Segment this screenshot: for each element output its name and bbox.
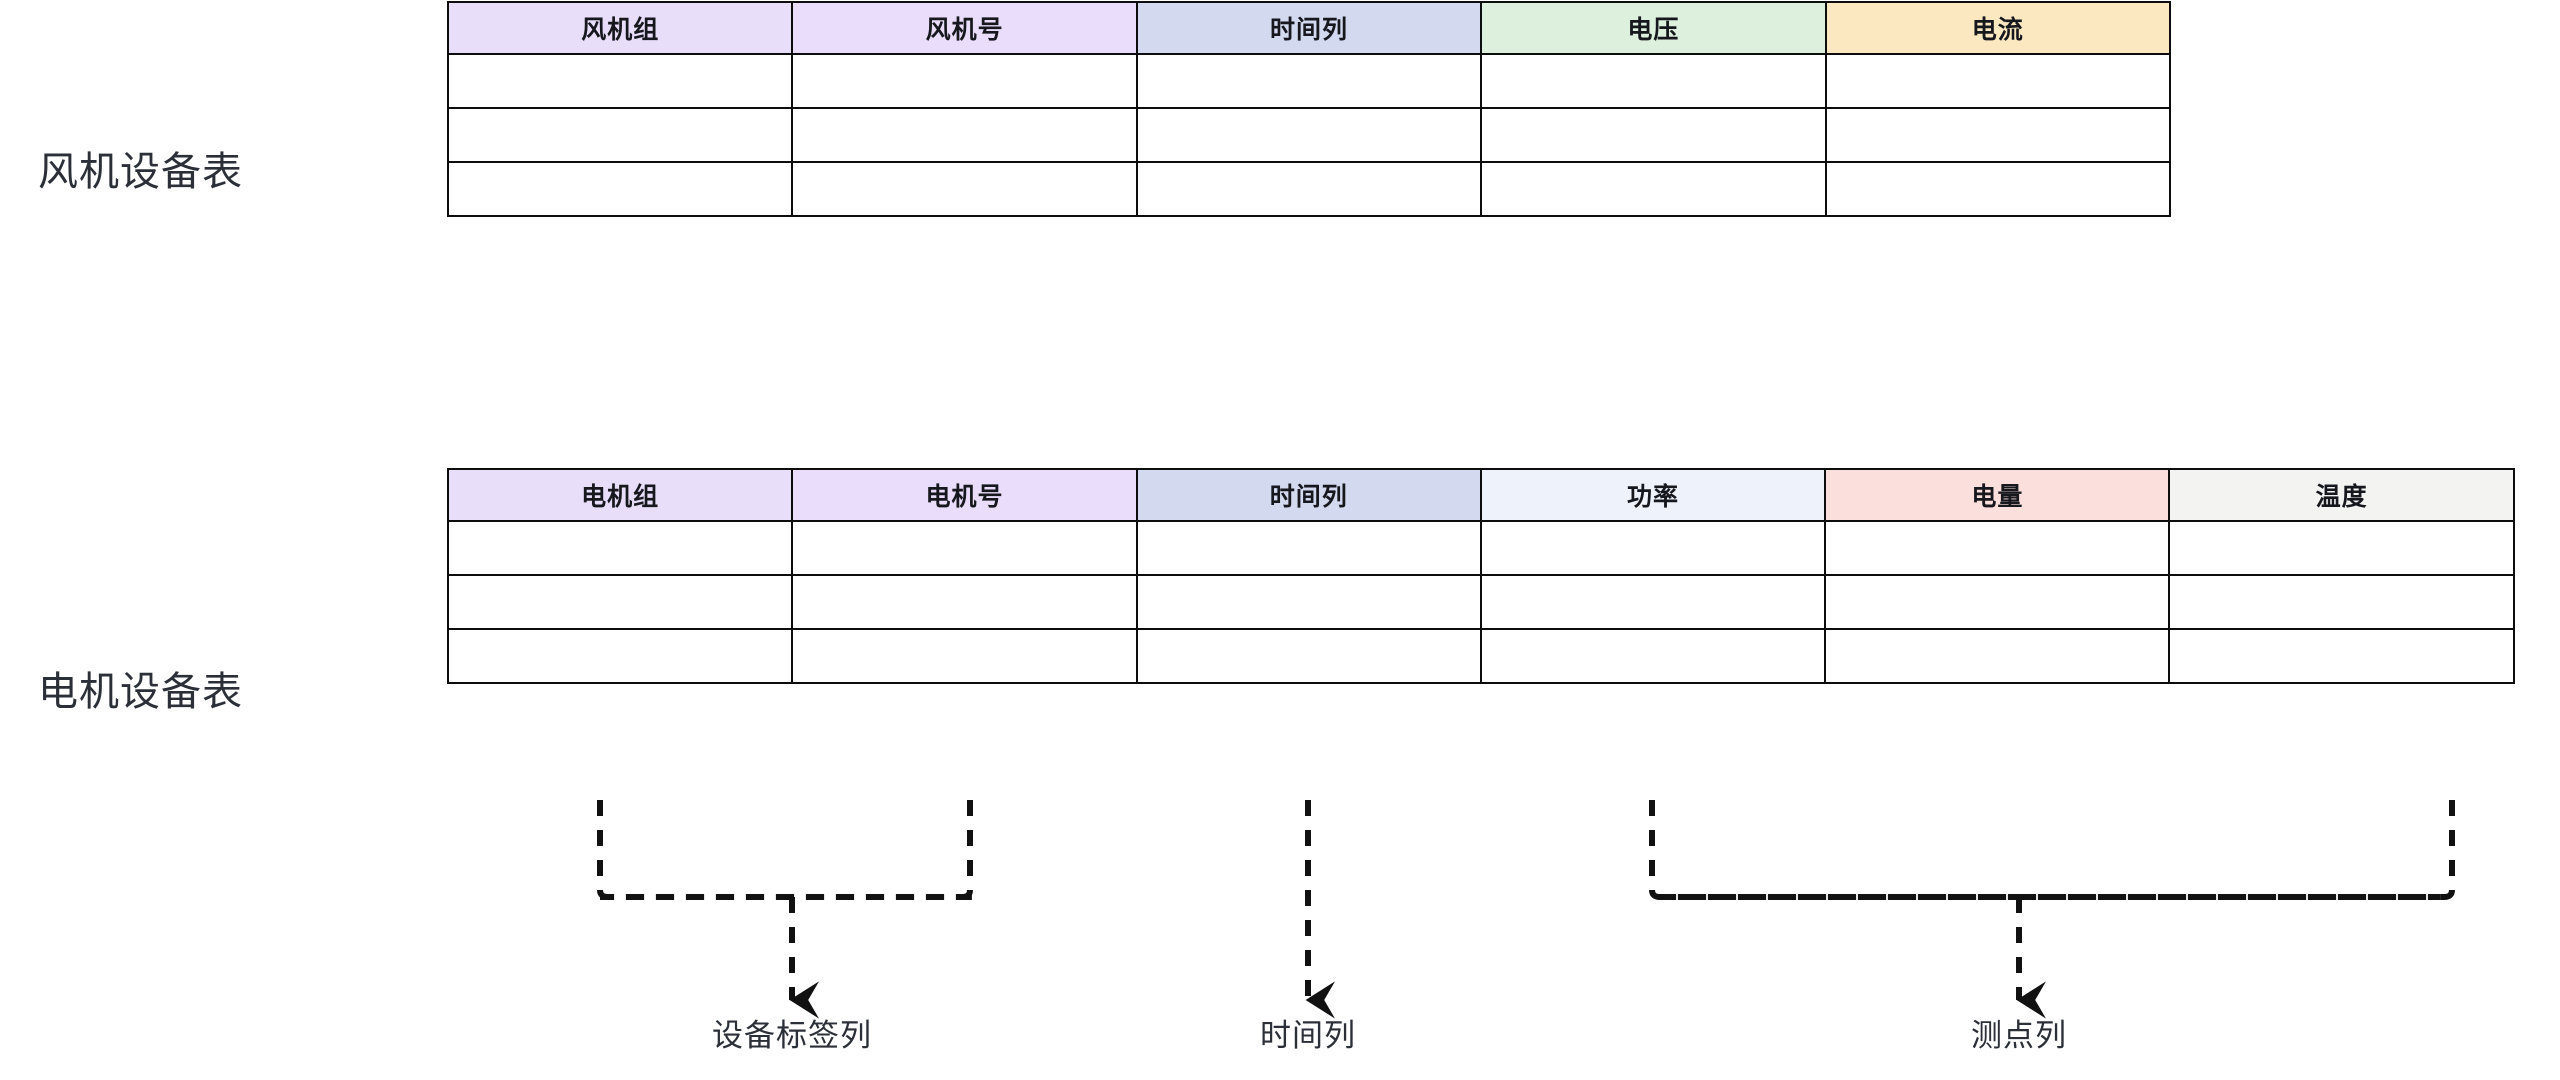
column-header-fan-voltage[interactable]: 电压 (1480, 1, 1827, 55)
table-cell (1480, 107, 1827, 163)
column-header-fan-number[interactable]: 风机号 (791, 1, 1138, 55)
table-row (446, 520, 2515, 576)
table-cell (446, 107, 794, 163)
table-cell (1135, 628, 1482, 684)
leaf-label-time: 时间列 (1260, 1018, 1356, 1053)
table-cell (2168, 574, 2515, 630)
table-cell (791, 520, 1138, 576)
table-cell (1135, 161, 1483, 217)
table-row (446, 574, 2515, 630)
table-cell (1480, 161, 1827, 217)
table-cell (1824, 520, 2171, 576)
table-cell (1135, 107, 1483, 163)
column-header-fan-time[interactable]: 时间列 (1135, 1, 1483, 55)
motor-device-table: 电机组 电机号 时间列 功率 电量 温度 (446, 468, 2515, 684)
table-cell (1824, 161, 2171, 217)
column-header-motor-energy[interactable]: 电量 (1824, 468, 2171, 522)
table-cell (1824, 574, 2171, 630)
column-header-motor-group[interactable]: 电机组 (446, 468, 794, 522)
table-cell (446, 53, 794, 109)
table-cell (1135, 520, 1482, 576)
connector-device-tag (597, 800, 984, 1019)
table-cell (791, 628, 1138, 684)
table-cell (1135, 574, 1482, 630)
table-cell (1824, 107, 2171, 163)
fan-device-table: 风机组 风机号 时间列 电压 电流 (446, 1, 2171, 217)
table-row (446, 53, 2171, 109)
column-header-fan-group[interactable]: 风机组 (446, 1, 794, 55)
table-cell (446, 574, 794, 630)
table-cell (1824, 628, 2171, 684)
table-cell (446, 628, 794, 684)
column-header-motor-number[interactable]: 电机号 (791, 468, 1138, 522)
table-row (446, 161, 2171, 217)
table-cell (1479, 628, 1827, 684)
leaf-label-measure-point: 测点列 (1971, 1018, 2067, 1053)
table-cell (1824, 53, 2171, 109)
table-header-row: 电机组 电机号 时间列 功率 电量 温度 (446, 468, 2515, 522)
table-cell (2168, 520, 2515, 576)
table-cell (1479, 574, 1827, 630)
table-cell (791, 107, 1138, 163)
column-header-motor-power[interactable]: 功率 (1479, 468, 1827, 522)
table-cell (1135, 53, 1483, 109)
table-header-row: 风机组 风机号 时间列 电压 电流 (446, 1, 2171, 55)
table-caption-fan: 风机设备表 (38, 150, 243, 194)
table-cell (791, 53, 1138, 109)
leaf-label-device-tag: 设备标签列 (712, 1018, 872, 1053)
table-cell (446, 520, 794, 576)
table-row (446, 628, 2515, 684)
table-row (446, 107, 2171, 163)
table-cell (791, 574, 1138, 630)
column-header-motor-time[interactable]: 时间列 (1135, 468, 1482, 522)
table-cell (1480, 53, 1827, 109)
table-cell (2168, 628, 2515, 684)
column-header-fan-current[interactable]: 电流 (1824, 1, 2171, 55)
column-header-motor-temperature[interactable]: 温度 (2168, 468, 2515, 522)
table-cell (446, 161, 794, 217)
table-cell (791, 161, 1138, 217)
connector-measure-point (1649, 800, 2455, 1019)
table-cell (1479, 520, 1827, 576)
table-caption-motor: 电机设备表 (38, 670, 243, 714)
